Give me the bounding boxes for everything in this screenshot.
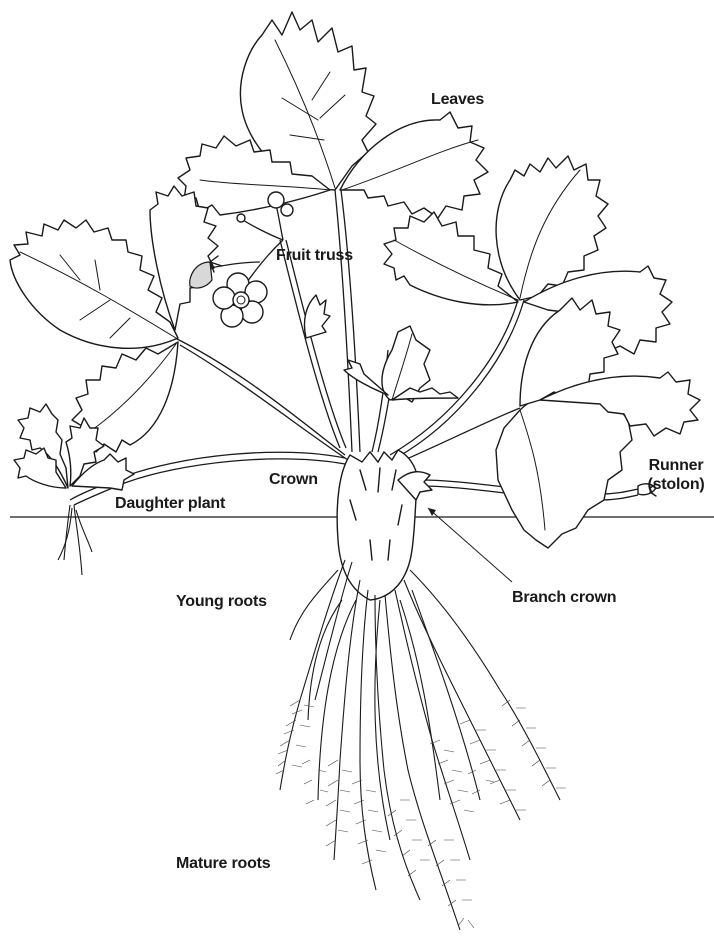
label-daughter-plant: Daughter plant — [115, 494, 225, 513]
label-runner: Runner (stolon) — [640, 456, 712, 494]
bract-leaf — [304, 295, 330, 338]
center-small-leaf — [344, 326, 458, 402]
roots — [280, 560, 560, 930]
label-leaves: Leaves — [431, 90, 484, 109]
label-runner-line2: (stolon) — [640, 475, 712, 494]
label-fruit-truss: Fruit truss — [276, 246, 353, 265]
label-young-roots: Young roots — [176, 592, 267, 611]
label-branch-crown: Branch crown — [512, 588, 616, 607]
right-lower-leaf-cluster — [496, 298, 700, 548]
fruit-truss — [190, 192, 330, 338]
top-leaf-cluster — [178, 12, 488, 218]
label-crown: Crown — [269, 470, 318, 489]
label-mature-roots: Mature roots — [176, 854, 271, 873]
flower-open — [213, 273, 267, 327]
label-runner-line1: Runner — [640, 456, 712, 475]
branch-crown-arrow — [428, 508, 512, 582]
